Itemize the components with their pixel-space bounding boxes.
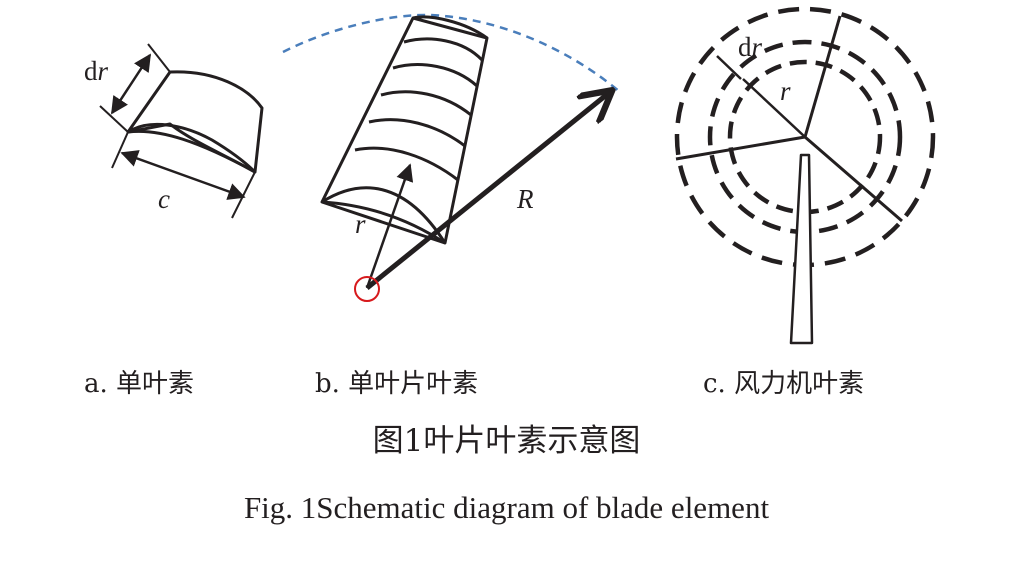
c-dimension-arrow xyxy=(120,150,246,200)
label-dr-c: dr xyxy=(738,32,763,62)
blade-section-4 xyxy=(380,90,472,117)
c-extension-left xyxy=(111,131,129,169)
caption-panel-a: a. 单叶素 xyxy=(84,369,195,399)
figure-number-en: Fig. 1 xyxy=(243,490,317,525)
hub-center-circle xyxy=(354,276,380,302)
label-r-b: r xyxy=(355,209,366,239)
label-r-c: r xyxy=(780,76,791,106)
radius-line-r xyxy=(742,78,806,138)
blade-section-1 xyxy=(412,15,488,40)
figure-text-en: Schematic diagram of blade element xyxy=(316,490,770,525)
blade-root-section xyxy=(321,186,447,244)
figure-number-zh: 图1 xyxy=(372,423,424,459)
blade-section-6 xyxy=(354,146,459,182)
dr-extension-lower xyxy=(99,105,129,133)
rotor-sweep-arc xyxy=(282,13,621,93)
dr-extension-upper xyxy=(147,43,171,73)
figure-title-en: Fig. 1Schematic diagram of blade element xyxy=(0,492,1013,523)
blade-left xyxy=(675,135,806,161)
panel-a-single-element xyxy=(99,43,264,219)
tower xyxy=(789,153,814,345)
element-top-surface xyxy=(126,70,264,174)
dr-dimension-arrow xyxy=(110,53,152,115)
figure-text-zh: 叶片叶素示意图 xyxy=(423,423,641,459)
blade-section-3 xyxy=(392,63,479,88)
figure-title-zh: 图1叶片叶素示意图 xyxy=(0,426,1013,457)
blade-upper xyxy=(803,15,842,138)
label-dr-a: dr xyxy=(84,56,109,86)
label-c: c xyxy=(158,184,170,214)
label-R: R xyxy=(516,184,534,214)
radius-r-arrow xyxy=(365,163,414,289)
turbine-blades xyxy=(675,15,903,345)
rotor-radius-arrow xyxy=(365,92,610,290)
caption-panel-b: b. 单叶片叶素 xyxy=(315,369,479,399)
dr-tick xyxy=(716,55,742,80)
blade-section-2 xyxy=(403,37,484,62)
caption-panel-c: c. 风力机叶素 xyxy=(703,369,865,399)
blade-section-5 xyxy=(368,118,466,148)
blade-right xyxy=(804,135,903,223)
